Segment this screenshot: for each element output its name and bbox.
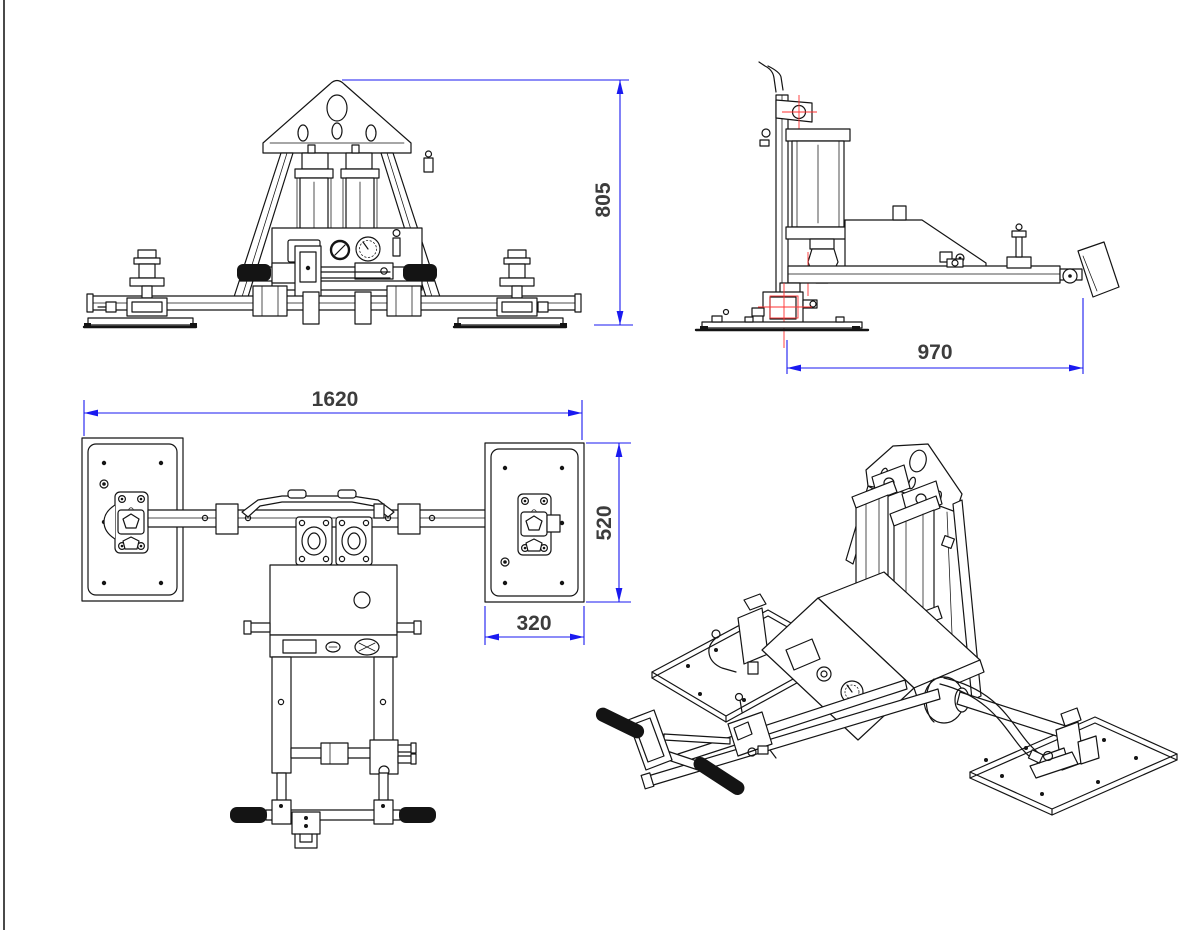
suction-plate-right-top (484, 442, 585, 603)
isometric-view (595, 443, 1178, 816)
dimension-970: 970 (786, 298, 1084, 374)
cylinder-clevis-mounts (301, 144, 373, 170)
suction-plate-left-top (81, 437, 184, 602)
centerline-top-pivot (782, 95, 817, 131)
iso-plunger-right (1029, 707, 1100, 779)
vacuum-gauge-icon (329, 239, 351, 261)
dimension-805: 805 (342, 79, 633, 326)
handle-plate-side (1077, 241, 1120, 298)
iso-handle-grip-upper (595, 707, 645, 739)
page-border-left (3, 0, 5, 930)
iso-right-arm (956, 691, 1073, 741)
handle-grip-right-top (399, 807, 436, 823)
iso-handle-assembly (595, 692, 773, 795)
pad-mount-right-top (517, 493, 561, 556)
iso-gauge-small-icon (816, 666, 832, 682)
dim-label-arm-reach: 970 (917, 341, 952, 364)
dimension-320: 320 (484, 606, 585, 645)
iso-control-box (753, 571, 985, 759)
dim-label-pad-length: 520 (593, 505, 616, 540)
dial-gauge-icon (355, 236, 381, 262)
handle-assembly-front (237, 245, 437, 299)
suction-pad-right-front (452, 249, 568, 329)
front-panel-top (269, 634, 398, 658)
handle-grip-left-top (230, 807, 267, 823)
handle-grip-right (403, 264, 437, 281)
dimension-520: 520 (586, 442, 631, 603)
suction-pad-side (694, 308, 870, 332)
suction-pad-left-front (82, 249, 198, 329)
dim-label-overall-width: 1620 (312, 388, 359, 411)
center-bracket (294, 245, 322, 299)
top-view: 1620 (81, 388, 631, 849)
dim-label-pad-width: 320 (516, 612, 551, 635)
valve-stem (392, 237, 401, 257)
iso-display-panel (785, 638, 821, 671)
central-body-top (243, 516, 422, 658)
front-view: 805 (82, 79, 633, 329)
cylinder-side (785, 128, 851, 284)
main-beam-front (86, 285, 582, 325)
iso-valve-block (727, 692, 773, 757)
lower-linkage-top (230, 656, 436, 849)
lifting-frame-head (262, 79, 412, 154)
iso-vacuum-hose (939, 677, 1044, 764)
pad-mount-side (751, 282, 818, 348)
cross-beam-top (147, 489, 519, 535)
beam-bridge (241, 495, 395, 518)
dimension-1620: 1620 (83, 388, 583, 440)
handle-grip-left (237, 264, 271, 281)
dim-label-overall-height: 805 (592, 182, 615, 217)
side-view: 970 (694, 61, 1120, 374)
pad-mount-left-top (103, 491, 149, 554)
iso-handle-grip-lower (693, 757, 745, 795)
hook-bracket-top (291, 811, 321, 835)
iso-plate-right (956, 691, 1178, 816)
box-top (269, 564, 398, 636)
arm-side (787, 223, 1120, 298)
